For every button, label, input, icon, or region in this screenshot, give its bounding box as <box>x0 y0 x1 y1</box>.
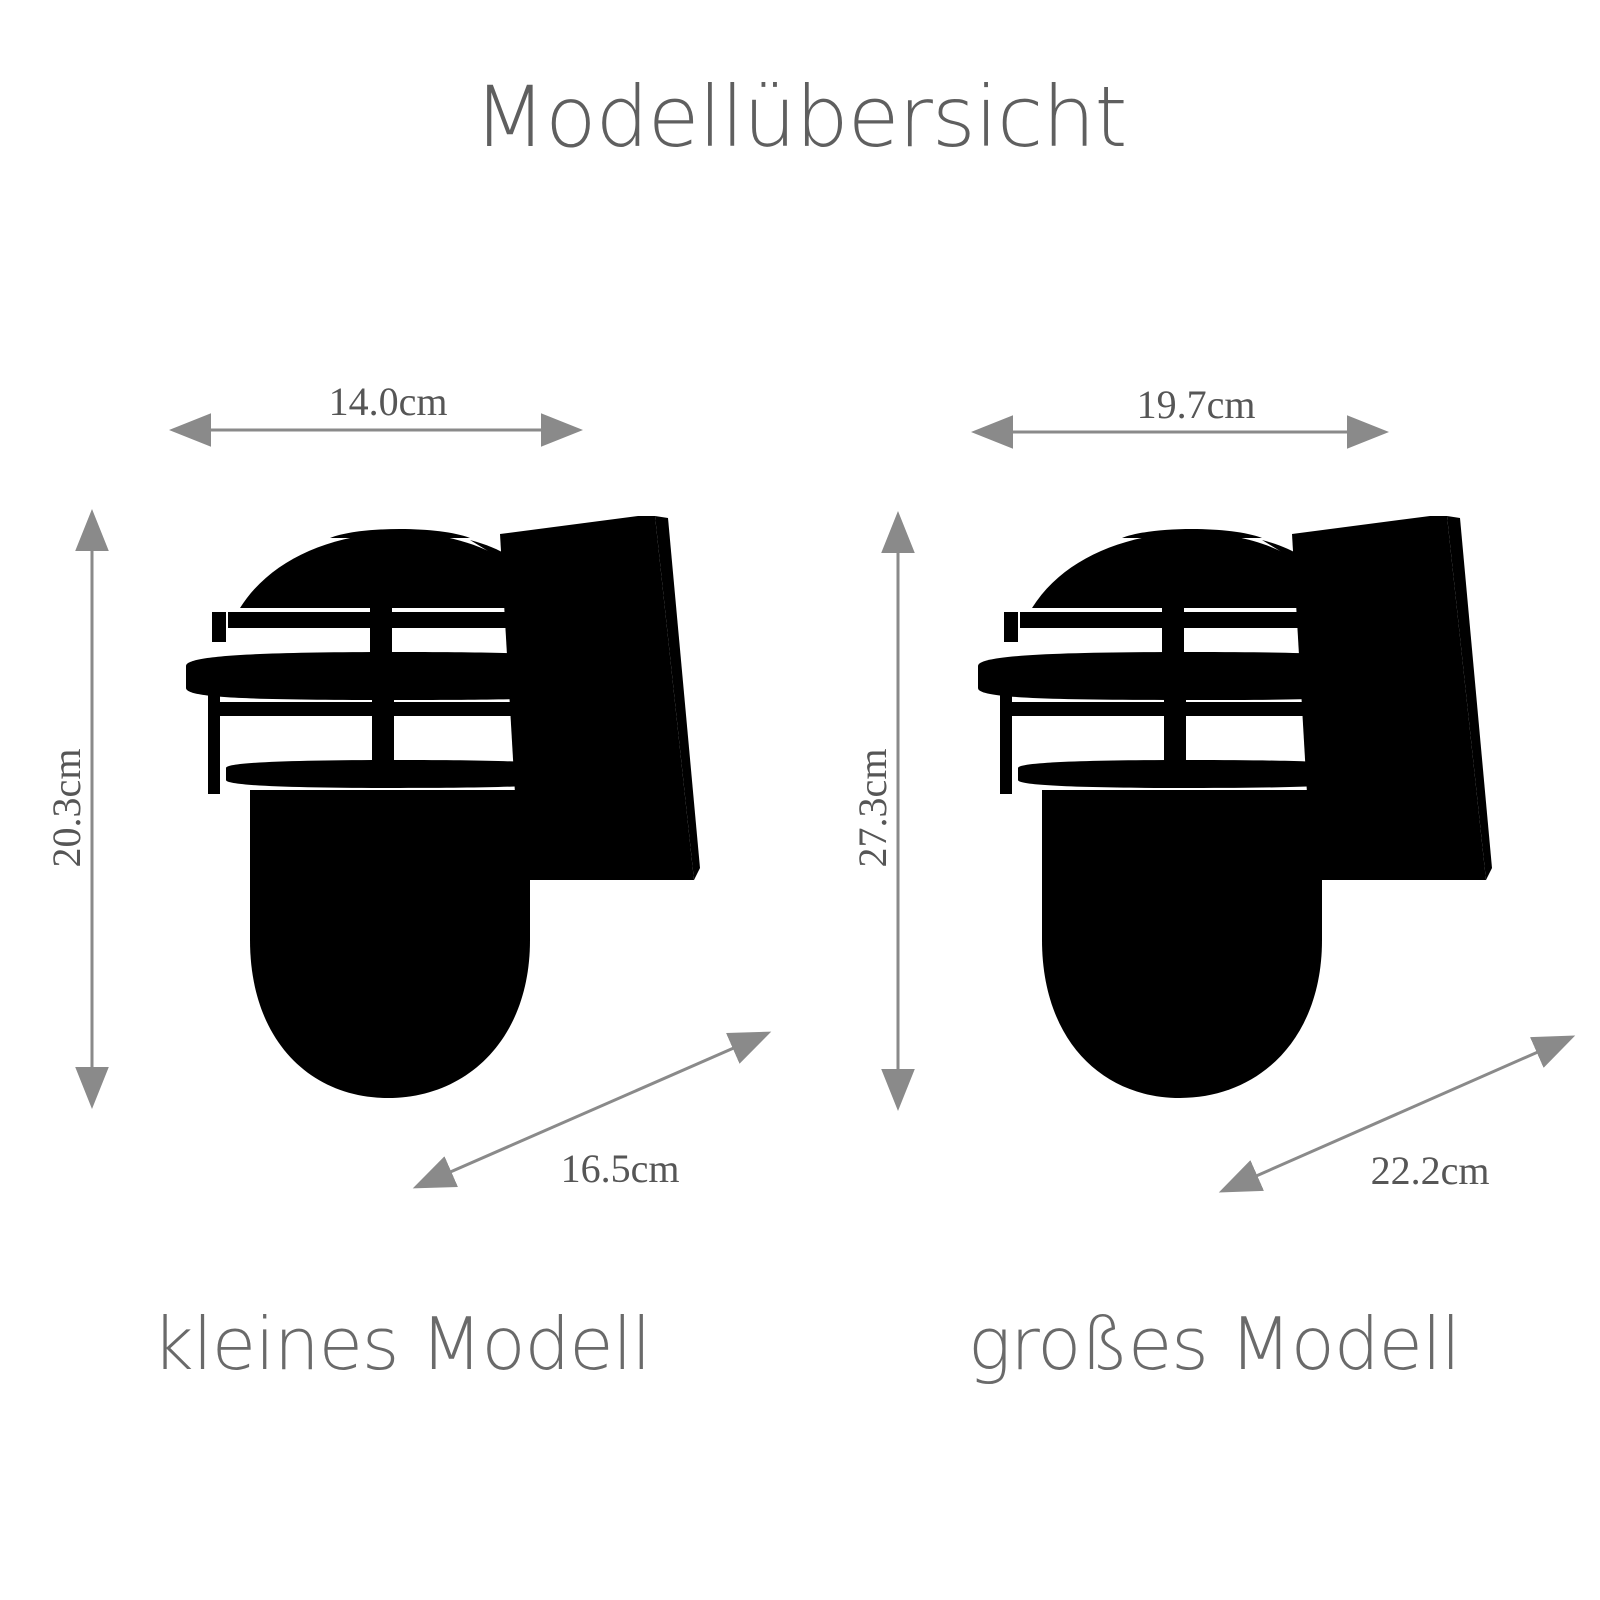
caption-large-model: großes Modell <box>968 1302 1461 1386</box>
height-label-large: 27.3cm <box>850 749 895 868</box>
lamp-drawing-small <box>186 516 700 1098</box>
width-label-large: 19.7cm <box>1137 382 1256 427</box>
depth-arrow-small <box>412 1031 772 1189</box>
height-label-small: 20.3cm <box>44 749 89 868</box>
depth-arrow-large <box>1218 1035 1576 1193</box>
width-label-small: 14.0cm <box>329 379 448 424</box>
page-title: Modellübersicht <box>473 68 1128 166</box>
depth-label-large: 22.2cm <box>1371 1148 1490 1193</box>
lamp-drawing-large <box>978 516 1492 1098</box>
caption-small-model: kleines Modell <box>152 1302 652 1386</box>
depth-label-small: 16.5cm <box>561 1146 680 1191</box>
